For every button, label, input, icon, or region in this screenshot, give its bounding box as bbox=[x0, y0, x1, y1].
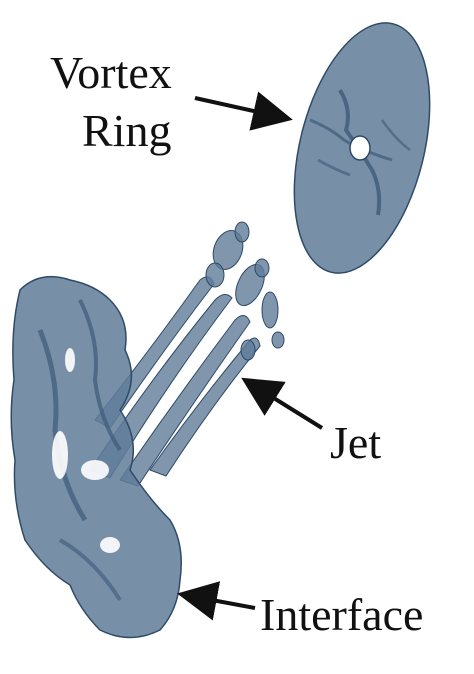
vortex-ring-label-line1: Vortex bbox=[50, 47, 172, 98]
interface-surface bbox=[10, 275, 182, 639]
vortex-ring-surface bbox=[293, 22, 431, 274]
jet-arrow bbox=[241, 377, 324, 430]
interface-arrow bbox=[177, 581, 256, 621]
vortex-ring-label-line2: Ring bbox=[82, 105, 172, 156]
vortex-ring-arrow bbox=[194, 91, 293, 131]
interface-label: Interface bbox=[260, 589, 424, 640]
vortex-core-hole bbox=[349, 135, 371, 161]
jet-label: Jet bbox=[330, 417, 382, 468]
